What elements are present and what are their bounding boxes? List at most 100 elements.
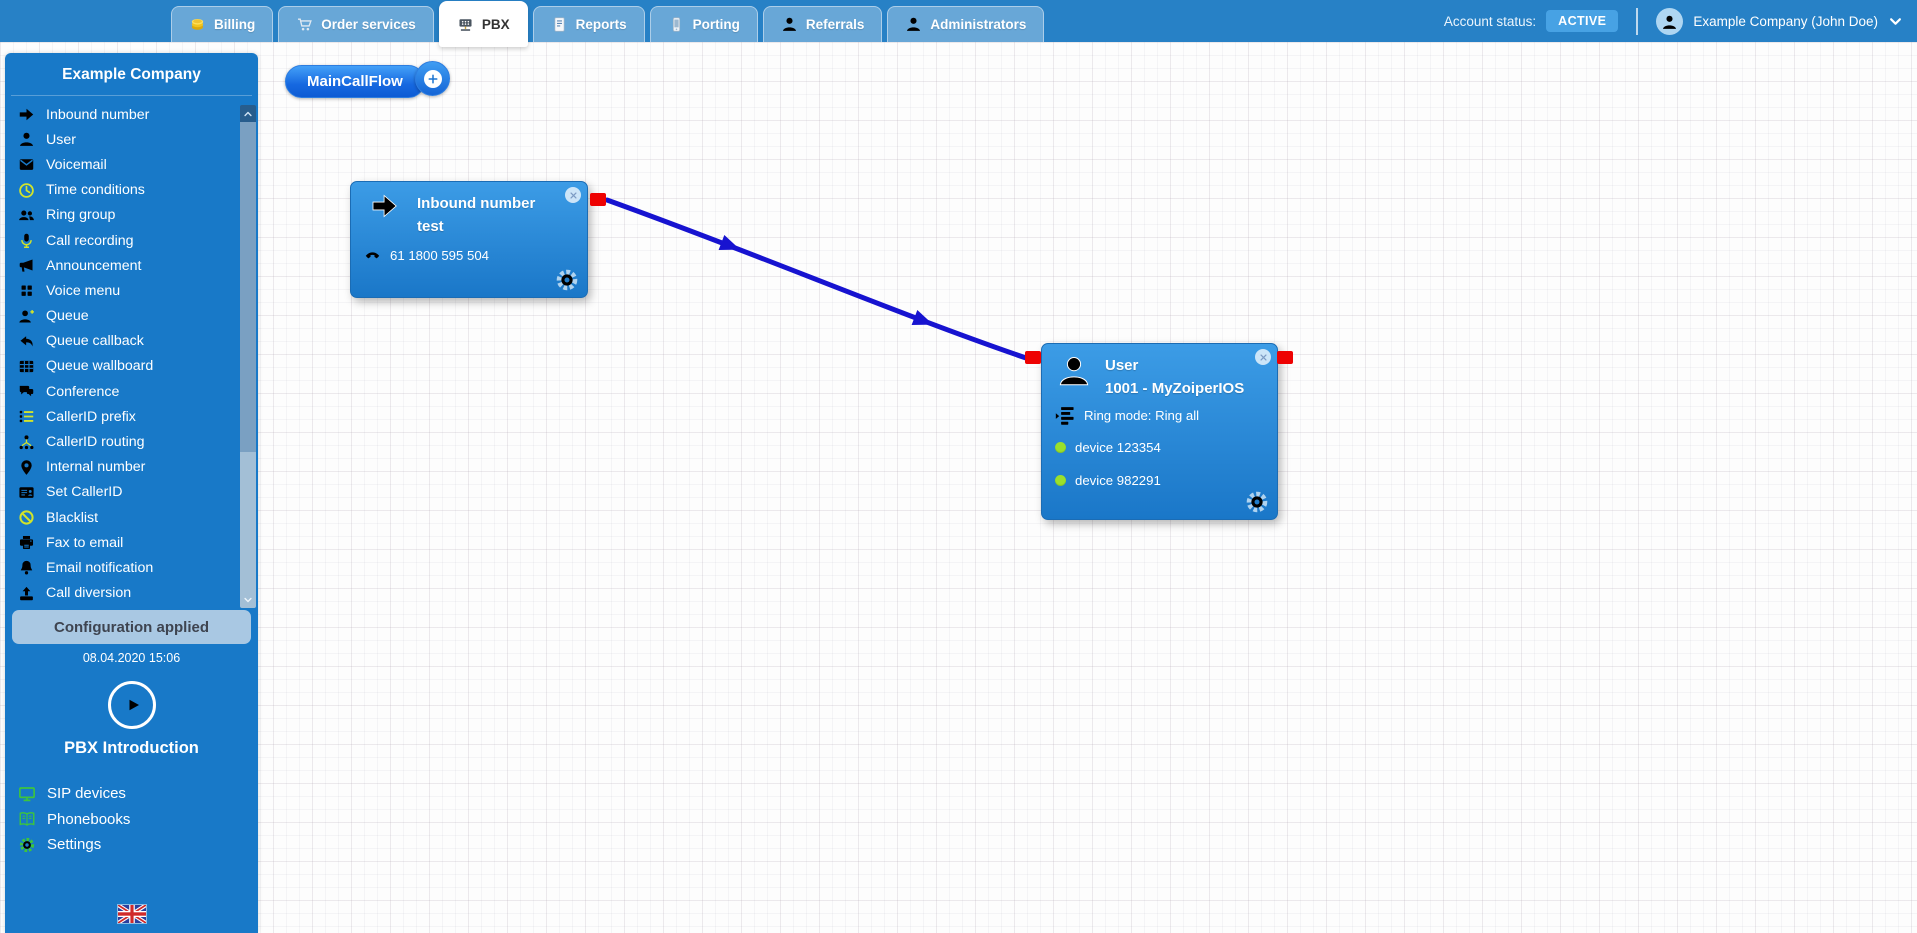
- sidebar-item-sip-devices[interactable]: SIP devices: [5, 781, 258, 807]
- network-tree-icon: [18, 434, 35, 451]
- callflow-tab[interactable]: MainCallFlow: [285, 65, 425, 98]
- sidebar-footer-list: SIP devices Phonebooks Settings: [5, 781, 258, 858]
- user-person-icon: [1057, 354, 1091, 389]
- scroll-down-button[interactable]: [240, 591, 256, 608]
- sidebar-item-inbound-number[interactable]: Inbound number: [5, 102, 258, 127]
- ring-mode-row: Ring mode: Ring all: [1052, 404, 1199, 427]
- connector-user-input[interactable]: [1025, 351, 1041, 364]
- phone-handset-icon: [364, 247, 381, 264]
- phone-number-row: 61 1800 595 504: [364, 247, 489, 264]
- gear-icon[interactable]: [554, 267, 580, 293]
- company-title: Example Company: [11, 53, 252, 96]
- node-header: Inbound number test: [351, 182, 587, 238]
- sidebar-item-set-callerid[interactable]: Set CallerID: [5, 480, 258, 505]
- uk-flag-icon[interactable]: [117, 905, 146, 923]
- inbound-arrow-icon: [366, 192, 403, 220]
- tab-label: Order services: [321, 17, 416, 32]
- map-pin-icon: [18, 459, 35, 476]
- connector-inbound-output[interactable]: [590, 193, 606, 206]
- chevron-down-icon[interactable]: [1888, 14, 1903, 29]
- pbx-intro-label: PBX Introduction: [64, 739, 199, 757]
- node-inbound-number[interactable]: Inbound number test 61 1800 595 504: [350, 181, 588, 298]
- node-user[interactable]: User 1001 - MyZoiperIOS Ring mode: Ring …: [1041, 343, 1278, 520]
- microphone-icon: [18, 232, 35, 249]
- pbx-sidebar: Example Company Inbound number User Voic…: [5, 53, 258, 933]
- sidebar-item-user[interactable]: User: [5, 127, 258, 152]
- tab-billing[interactable]: Billing: [171, 6, 274, 42]
- sidebar-scrollbar-track[interactable]: [240, 452, 256, 591]
- sidebar-item-callerid-prefix[interactable]: CallerID prefix: [5, 404, 258, 429]
- device-status-dot: [1055, 442, 1066, 453]
- account-name[interactable]: Example Company (John Doe): [1693, 13, 1878, 29]
- connector-user-output[interactable]: [1277, 351, 1293, 364]
- close-icon[interactable]: [565, 187, 581, 203]
- bell-icon: [18, 559, 35, 576]
- sidebar-item-settings[interactable]: Settings: [5, 832, 258, 858]
- sidebar-item-queue[interactable]: Queue: [5, 304, 258, 329]
- chevron-down-icon: [243, 595, 253, 605]
- list-icon: [18, 408, 35, 425]
- sidebar-item-time-conditions[interactable]: Time conditions: [5, 178, 258, 203]
- report-sheet-icon: [551, 16, 568, 33]
- sidebar-item-email-notification[interactable]: Email notification: [5, 555, 258, 580]
- sidebar-item-internal-number[interactable]: Internal number: [5, 455, 258, 480]
- config-status-panel: Configuration applied: [12, 610, 251, 644]
- sidebar-item-conference[interactable]: Conference: [5, 379, 258, 404]
- upload-arrow-icon: [18, 585, 35, 602]
- people-icon: [18, 207, 35, 224]
- device-row: device 123354: [1055, 440, 1161, 455]
- config-timestamp: 08.04.2020 15:06: [82, 651, 181, 665]
- table-grid-icon: [18, 358, 35, 375]
- tab-referrals[interactable]: Referrals: [762, 6, 883, 42]
- grid-dots-icon: [18, 282, 35, 299]
- scroll-up-button[interactable]: [240, 105, 256, 122]
- sidebar-scrollbar-thumb[interactable]: [240, 122, 256, 452]
- ban-icon: [18, 509, 35, 526]
- sidebar-item-queue-callback[interactable]: Queue callback: [5, 329, 258, 354]
- sidebar-item-call-recording[interactable]: Call recording: [5, 228, 258, 253]
- avatar[interactable]: [1656, 7, 1684, 35]
- gear-icon[interactable]: [1244, 489, 1270, 515]
- sidebar-item-announcement[interactable]: Announcement: [5, 253, 258, 278]
- main-tabs: Billing Order services PBX Reports Porti…: [171, 0, 1049, 47]
- person-icon: [905, 16, 922, 33]
- sidebar-item-call-diversion[interactable]: Call diversion: [5, 581, 258, 606]
- sidebar-item-phonebooks[interactable]: Phonebooks: [5, 807, 258, 833]
- close-icon[interactable]: [1255, 349, 1271, 365]
- sidebar-item-voicemail[interactable]: Voicemail: [5, 152, 258, 177]
- add-callflow-button[interactable]: [415, 61, 450, 96]
- ring-mode-icon: [1052, 404, 1075, 427]
- tab-label: Billing: [214, 17, 256, 32]
- coins-icon: [189, 16, 206, 33]
- sidebar-item-queue-wallboard[interactable]: Queue wallboard: [5, 354, 258, 379]
- id-card-icon: [18, 484, 35, 501]
- node-title: Inbound number test: [417, 195, 536, 235]
- tab-pbx[interactable]: PBX: [438, 1, 528, 47]
- account-status-label: Account status:: [1443, 13, 1537, 29]
- sidebar-item-fax-to-email[interactable]: Fax to email: [5, 530, 258, 555]
- gear-icon: [18, 836, 36, 854]
- sidebar-item-callerid-routing[interactable]: CallerID routing: [5, 429, 258, 454]
- person-icon: [18, 131, 35, 148]
- account-status-badge: ACTIVE: [1546, 10, 1619, 32]
- tab-administrators[interactable]: Administrators: [887, 6, 1045, 42]
- node-header: User 1001 - MyZoiperIOS: [1042, 344, 1277, 400]
- arrow-right-icon: [18, 106, 35, 123]
- tab-porting[interactable]: Porting: [649, 6, 758, 42]
- chevron-up-icon: [243, 109, 253, 119]
- tab-label: PBX: [481, 17, 510, 32]
- printer-icon: [18, 534, 35, 551]
- flow-canvas[interactable]: [0, 42, 1917, 933]
- node-title: User 1001 - MyZoiperIOS: [1105, 357, 1245, 397]
- plus-icon: [423, 69, 442, 88]
- pbx-intro-play-button[interactable]: [107, 681, 156, 729]
- sidebar-item-voice-menu[interactable]: Voice menu: [5, 278, 258, 303]
- play-icon: [121, 693, 145, 717]
- sidebar-item-ring-group[interactable]: Ring group: [5, 203, 258, 228]
- sidebar-scrollbar: [240, 105, 256, 608]
- device-row: device 982291: [1055, 473, 1161, 488]
- sidebar-item-blacklist[interactable]: Blacklist: [5, 505, 258, 530]
- tab-order-services[interactable]: Order services: [278, 6, 434, 42]
- tab-reports[interactable]: Reports: [532, 6, 645, 42]
